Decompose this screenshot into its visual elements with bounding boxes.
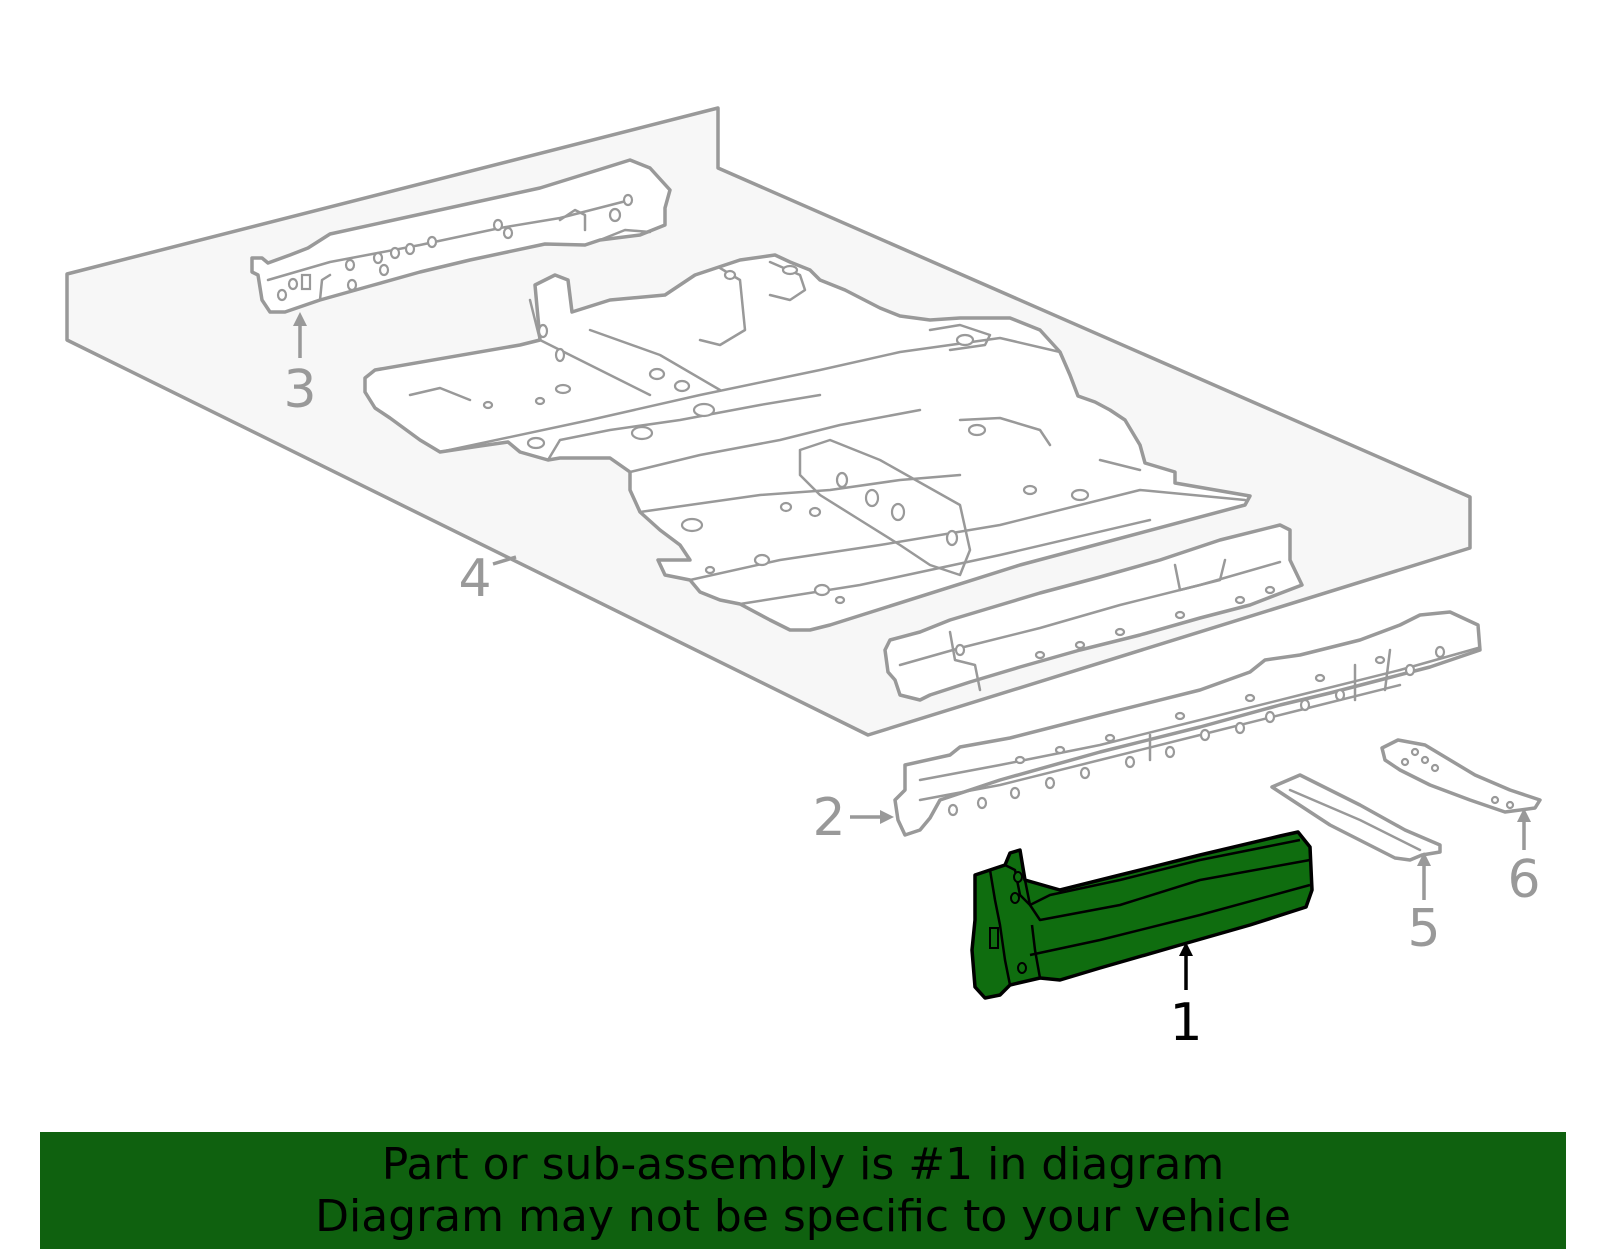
callout-6: 6	[1507, 850, 1540, 910]
inner-rocker-panel	[883, 523, 1304, 702]
callout-3: 3	[283, 360, 316, 420]
part-2-rocker-reinforcement[interactable]	[893, 610, 1482, 837]
part-4-floor-pan[interactable]	[363, 253, 1252, 632]
part-3-crossmember[interactable]	[250, 158, 672, 314]
callout-1: 1	[1169, 993, 1202, 1053]
banner-line-part-info: Part or sub-assembly is #1 in diagram	[381, 1138, 1225, 1190]
part-6-bracket[interactable]	[1380, 738, 1542, 814]
banner-line-disclaimer: Diagram may not be specific to your vehi…	[315, 1190, 1291, 1242]
part-5-bracket[interactable]	[1270, 773, 1442, 862]
info-banner: Part or sub-assembly is #1 in diagram Di…	[40, 1132, 1566, 1249]
callout-2: 2	[812, 788, 845, 848]
callout-5: 5	[1407, 899, 1440, 959]
leader-arrows	[293, 312, 1531, 990]
part-1-rocker-panel[interactable]	[970, 830, 1314, 1000]
banner-background	[40, 1132, 1566, 1249]
callout-4: 4	[458, 549, 491, 609]
